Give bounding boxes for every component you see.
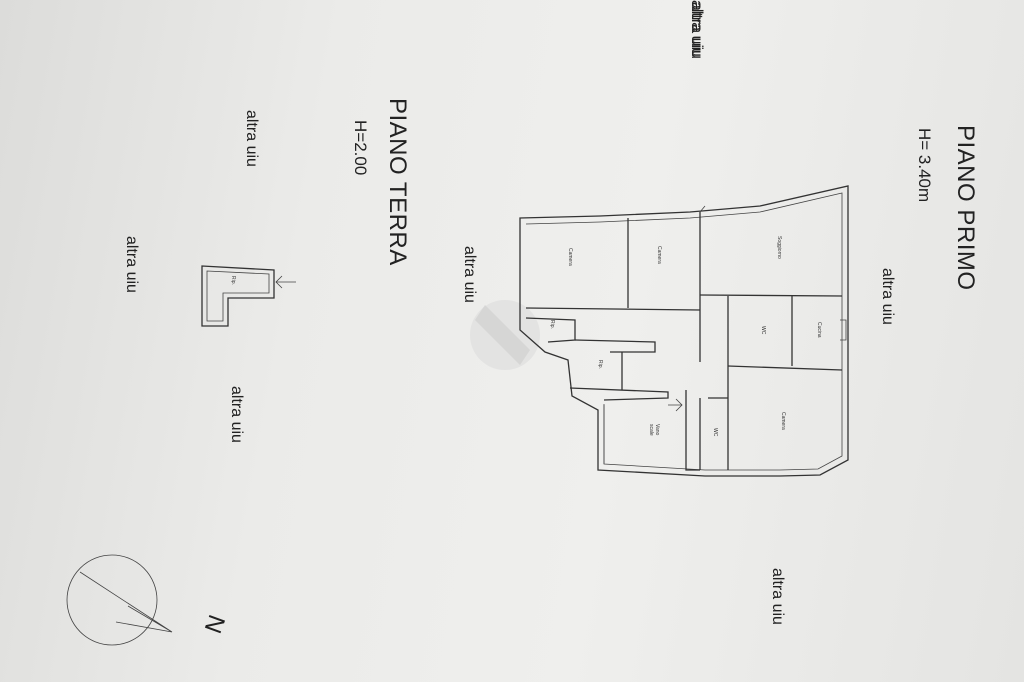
- first-floor-title: PIANO PRIMO: [952, 125, 979, 291]
- neighbor-label-left: altra uiu: [688, 2, 705, 59]
- neighbor-label-top-center: altra uiu: [879, 268, 896, 325]
- neighbor-label-center: altra uiu: [461, 246, 478, 303]
- room-label-rip1: Rip.: [549, 320, 555, 329]
- room-label-wc2: WC: [712, 428, 718, 437]
- neighbor-label-bottom-right: altra uiu: [123, 236, 140, 293]
- neighbor-label-right-first: altra uiu: [769, 568, 786, 625]
- room-label-rip2: Rip.: [597, 360, 603, 369]
- ground-floor-title: PIANO TERRA: [384, 98, 411, 266]
- room-label-camera1: Camera: [567, 248, 573, 266]
- north-compass: [66, 554, 173, 646]
- room-label-rip-ground: Rip.: [230, 276, 236, 285]
- watermark-logo: [470, 300, 540, 370]
- neighbor-label-near-ground: altra uiu: [243, 110, 260, 167]
- room-label-vano-scale: Vano scale: [648, 424, 660, 436]
- ground-floor-height: H=2.00: [351, 120, 370, 176]
- room-label-camera3: Camera: [780, 412, 786, 430]
- ground-floor-plan: [201, 265, 296, 327]
- room-label-soggiorno: Soggiorno: [776, 236, 782, 259]
- first-floor-height: H= 3.40m: [915, 128, 934, 203]
- room-label-cucina: Cucina: [816, 322, 822, 338]
- room-label-camera2: Camera: [656, 246, 662, 264]
- room-label-wc1: WC: [760, 326, 766, 335]
- first-floor-plan: [519, 185, 849, 477]
- neighbor-label-bottom-mid: altra uiu: [228, 386, 245, 443]
